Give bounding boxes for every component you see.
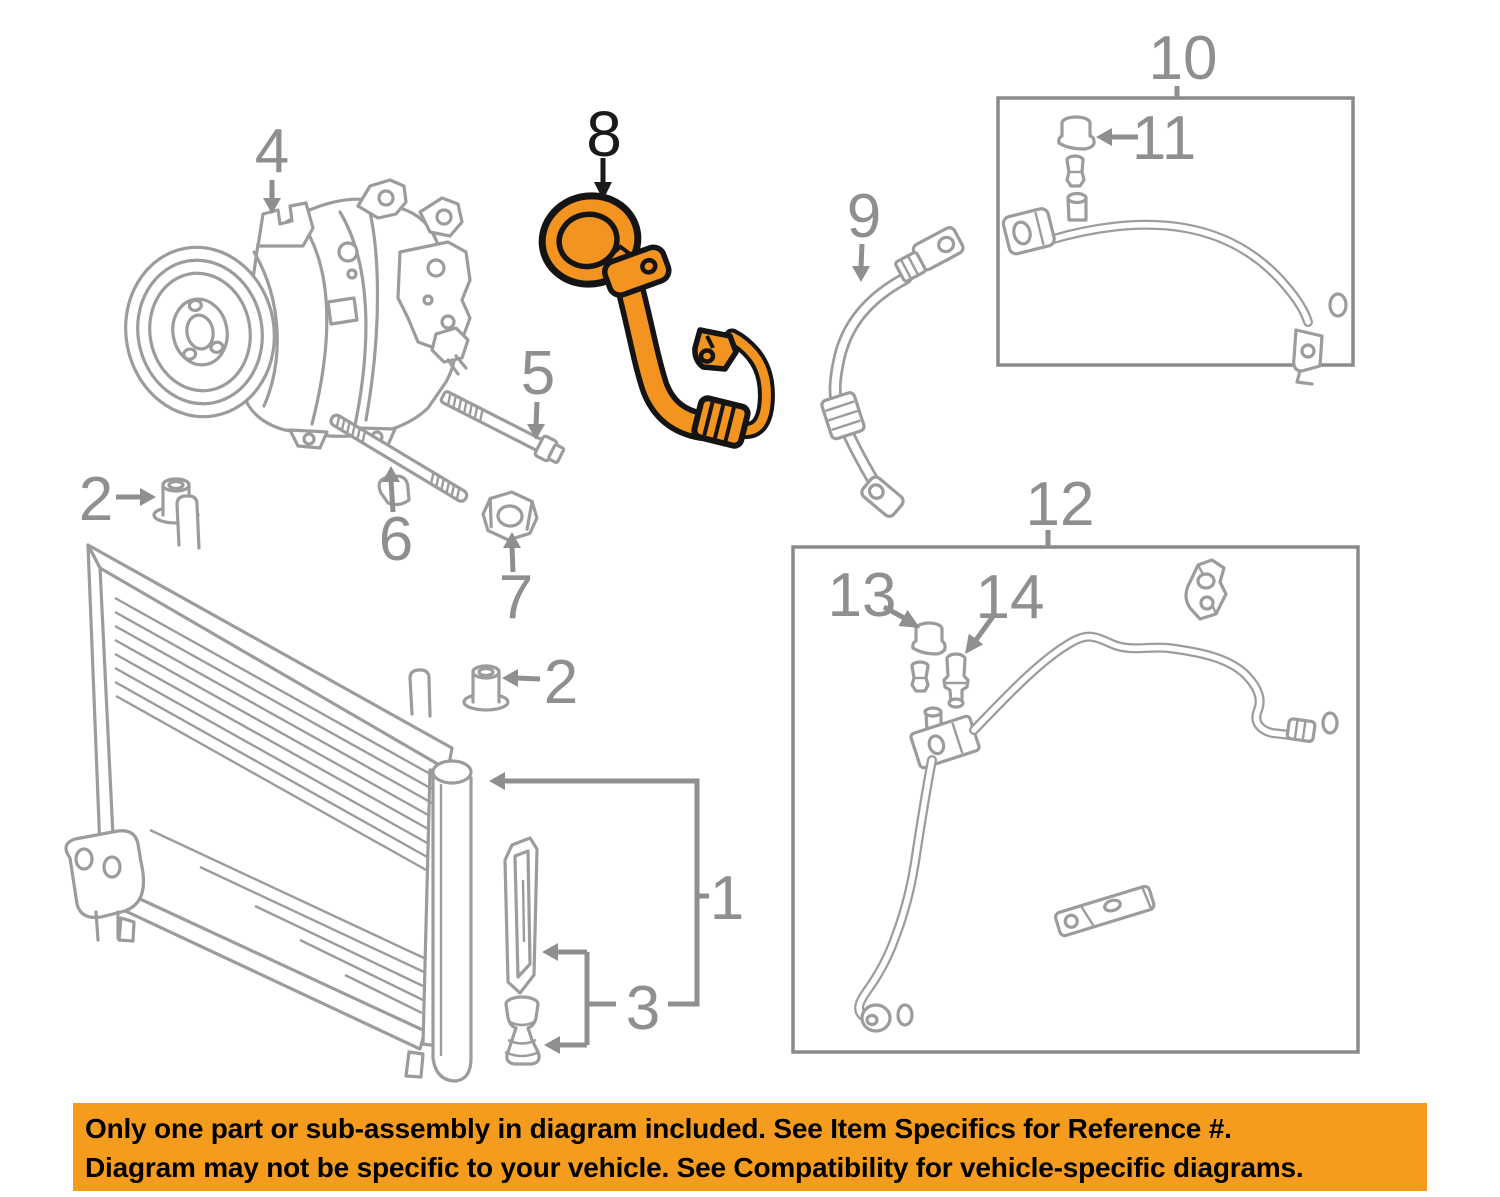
label-7: 7 <box>499 563 533 632</box>
arrow-9 <box>852 266 870 282</box>
label-3: 3 <box>626 974 660 1043</box>
arrow-4 <box>263 198 281 214</box>
grommet-2b-drawing <box>462 664 510 712</box>
arrow-3-top <box>542 943 558 961</box>
arrow-11 <box>1096 128 1112 146</box>
arrow-7 <box>503 532 521 548</box>
label-2a: 2 <box>79 465 113 534</box>
cap-11-drawing <box>1057 115 1096 151</box>
arrow-2a <box>140 488 156 506</box>
box-12 <box>791 545 1360 1054</box>
notice-banner: Only one part or sub-assembly in diagram… <box>73 1103 1427 1191</box>
desiccant-strip-drawing <box>503 836 539 995</box>
cap-13-drawing <box>911 621 947 656</box>
box-10 <box>996 96 1355 386</box>
notice-line-2: Diagram may not be specific to your vehi… <box>85 1152 1304 1183</box>
label-1: 1 <box>710 864 744 933</box>
bolt-5-drawing <box>439 390 566 464</box>
label-2b: 2 <box>544 648 578 717</box>
valve-14-drawing <box>942 652 970 709</box>
part-labels: 1 2 2 3 4 5 6 7 8 9 10 11 12 13 14 <box>79 24 1218 1043</box>
label-13: 13 <box>828 561 897 630</box>
arrow-1 <box>489 772 505 790</box>
arrow-14 <box>965 633 984 654</box>
valve-core-12-drawing <box>910 660 930 693</box>
arrow-13 <box>898 610 920 628</box>
arrow-6 <box>382 466 400 482</box>
hose-9-drawing <box>820 226 965 518</box>
compressor-drawing <box>124 178 472 507</box>
label-4: 4 <box>255 117 289 186</box>
nut-7-drawing <box>481 490 539 542</box>
condenser-drawing <box>64 494 473 1083</box>
stud-6-drawing <box>329 413 469 503</box>
label-12: 12 <box>1026 470 1095 539</box>
label-5: 5 <box>521 339 555 408</box>
label-6: 6 <box>379 505 413 574</box>
valve-core-10-drawing <box>1065 154 1086 188</box>
leader-lines <box>116 86 1180 1054</box>
arrow-2b <box>502 669 518 687</box>
tube-end-fitting-drawing <box>860 1003 914 1033</box>
label-9: 9 <box>847 182 881 251</box>
bracket-plate-drawing <box>1053 884 1156 938</box>
cap-3-drawing <box>504 995 541 1066</box>
arrow-5 <box>527 424 545 440</box>
arrow-8 <box>594 182 612 200</box>
clamp-drawing <box>1184 558 1228 621</box>
label-10: 10 <box>1149 24 1218 93</box>
notice-line-1: Only one part or sub-assembly in diagram… <box>85 1113 1232 1144</box>
label-11: 11 <box>1132 104 1196 173</box>
part-8-highlighted-drawing <box>538 192 775 449</box>
label-14: 14 <box>976 563 1045 632</box>
label-8: 8 <box>586 98 622 170</box>
arrow-3-bottom <box>544 1036 560 1054</box>
